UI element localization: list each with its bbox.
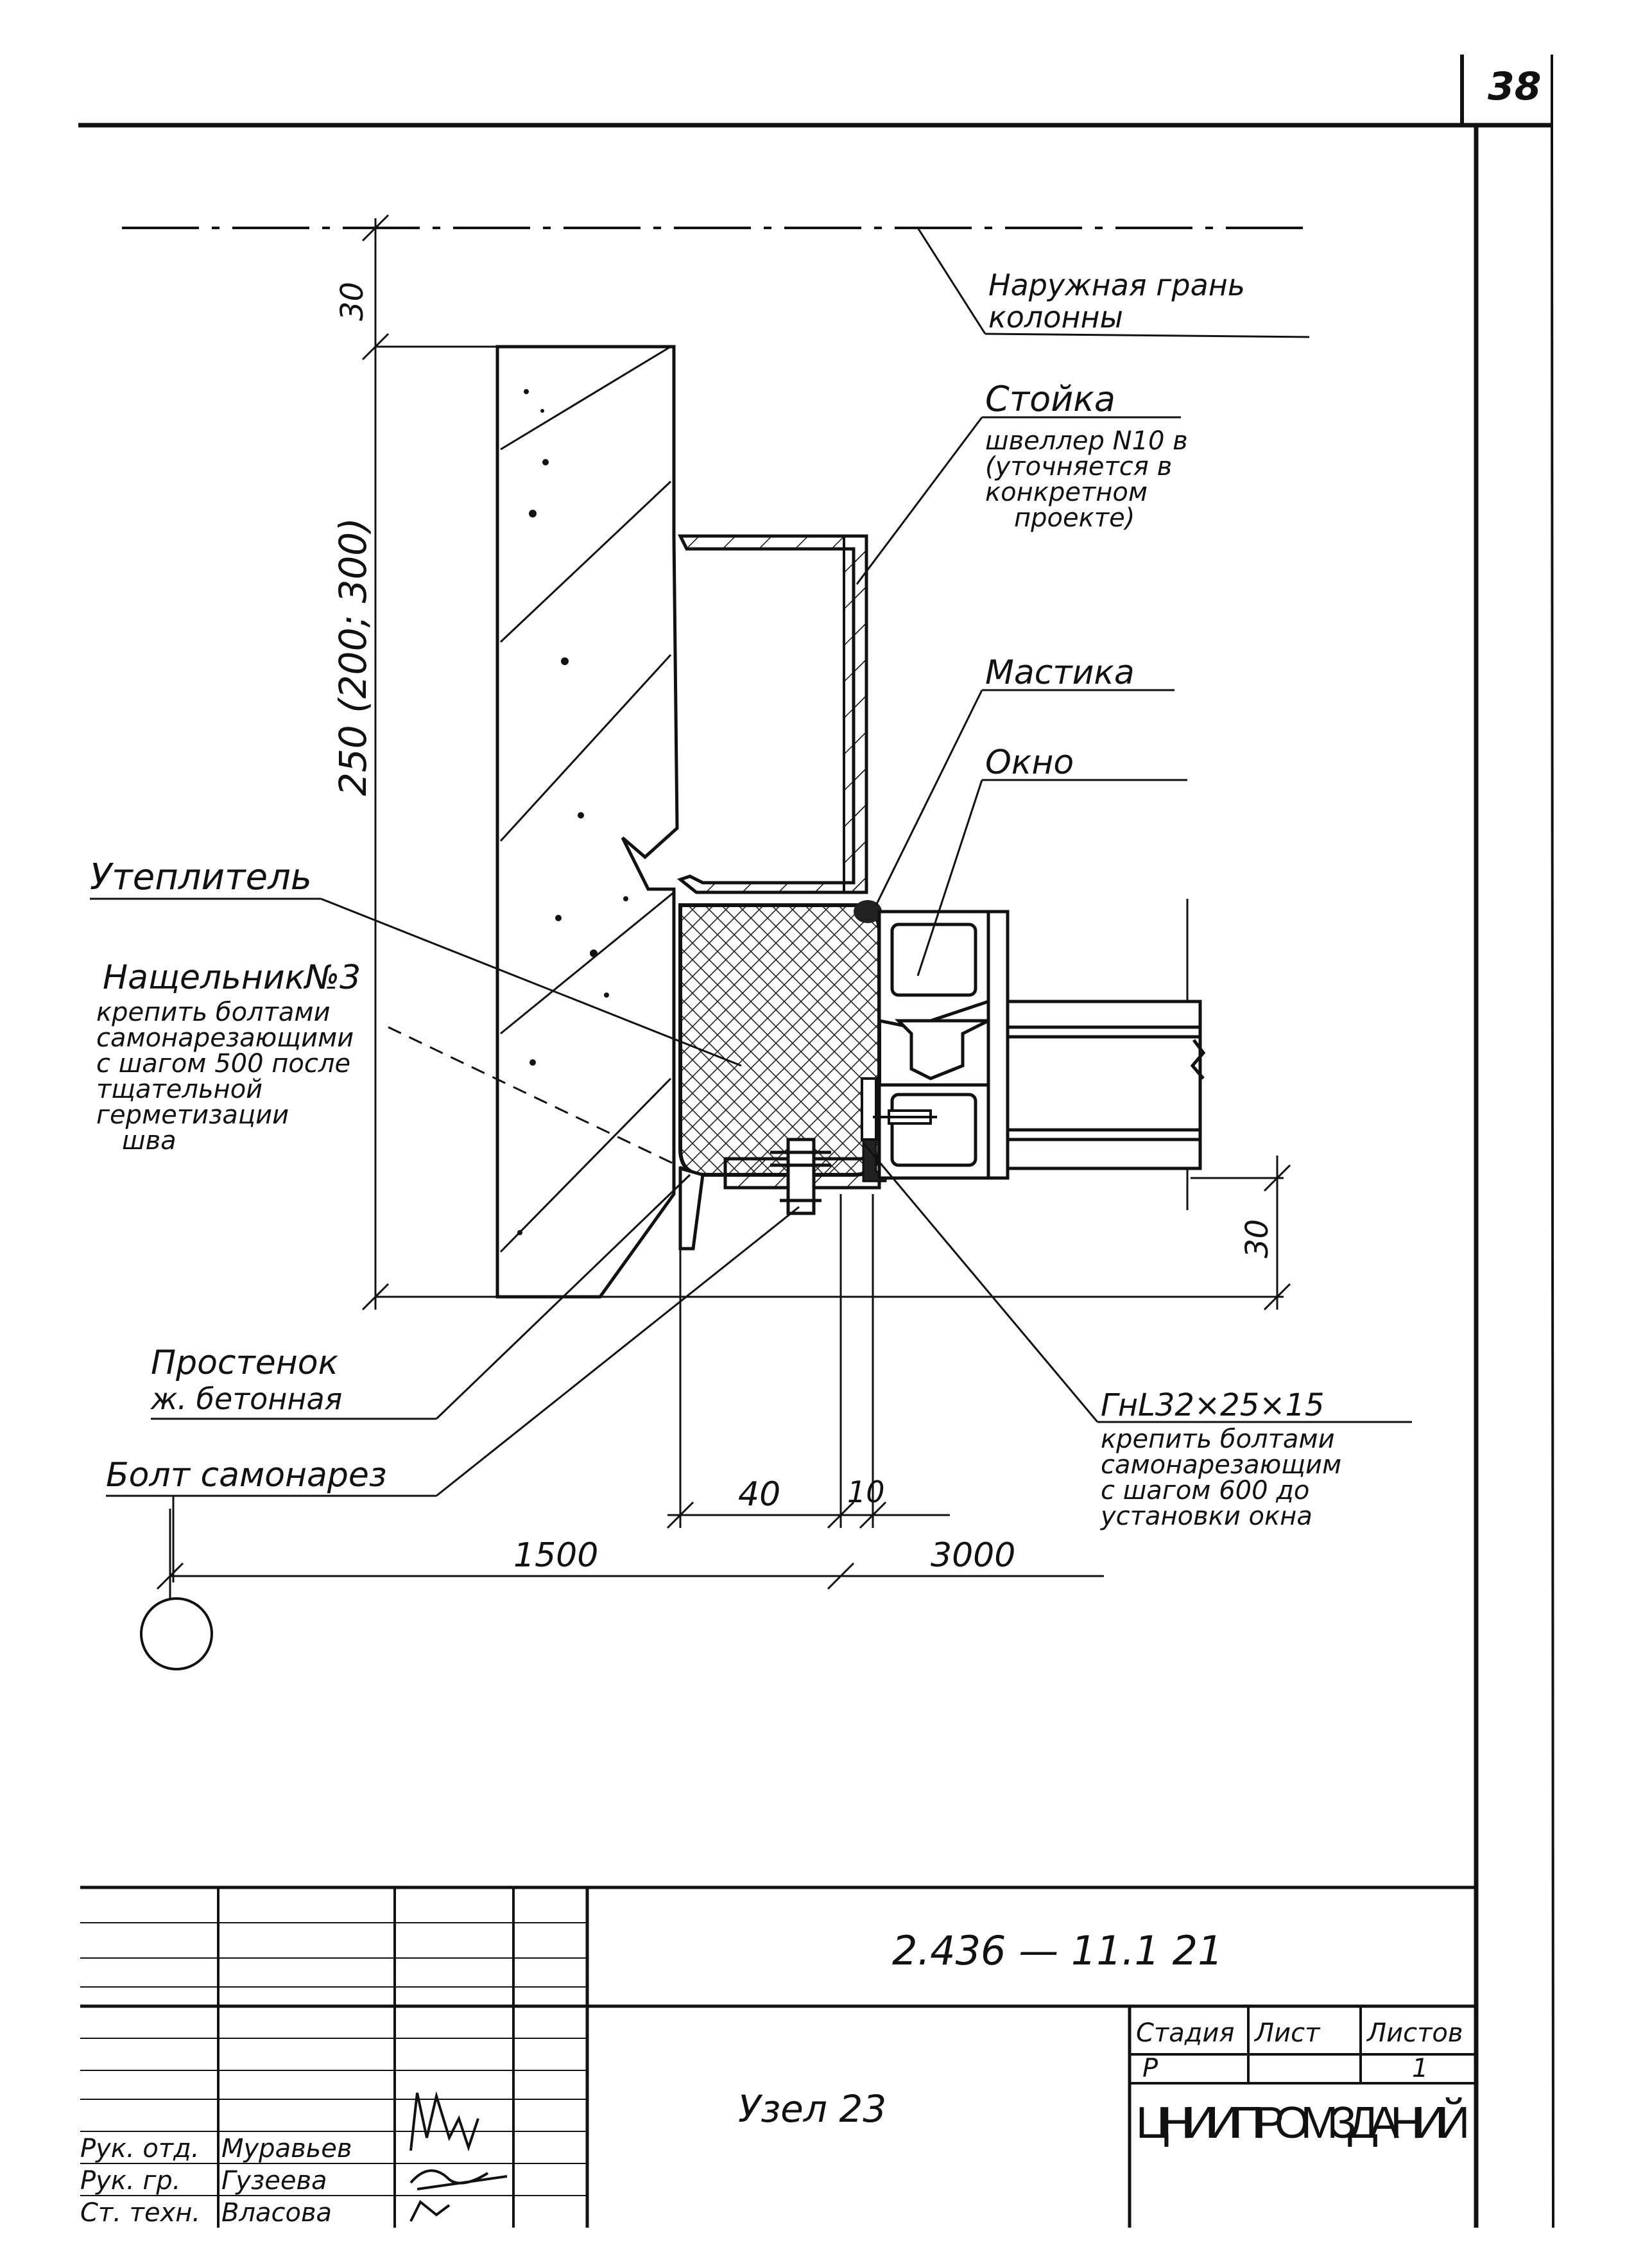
title-block (80, 1885, 1476, 2228)
dim-40: 40 (738, 1475, 780, 1514)
label-angle-2: самонарезающим (1101, 1450, 1341, 1480)
label-prostenok-1: Простенок (151, 1344, 339, 1382)
label-nashchelnik-6: шва (122, 1126, 176, 1156)
label-angle-4: установки окна (1100, 1502, 1312, 1531)
person-role-1: Рук. отд. (80, 2134, 200, 2163)
col-sheets: Листов (1366, 2018, 1463, 2048)
label-nashchelnik-4: тщательной (96, 1075, 262, 1104)
leader-lines (90, 227, 1412, 1582)
person-name-1: Муравьев (221, 2134, 352, 2163)
concrete-wall (495, 345, 679, 1299)
label-nashchelnik-2: самонарезающими (96, 1023, 354, 1053)
axis-marker-circle (140, 1597, 213, 1670)
angle-bolt (861, 1077, 877, 1141)
signatures (409, 2091, 508, 2222)
stage-value: Р (1142, 2054, 1158, 2083)
sheet-number: 38 (1488, 64, 1542, 109)
label-outer-face-2: колонны (988, 300, 1123, 334)
insulation-block (678, 903, 881, 1177)
label-bolt: Болт самонарез (106, 1456, 387, 1495)
label-outer-face-1: Наружная грань (988, 268, 1245, 302)
sheets-value: 1 (1412, 2054, 1428, 2083)
dim-10: 10 (847, 1475, 885, 1509)
label-nashchelnik-3: с шагом 500 после (96, 1049, 350, 1079)
label-angle-title: ГнL32×25×15 (1101, 1387, 1325, 1423)
person-role-3: Ст. техн. (80, 2198, 200, 2228)
dim-wall-height: 250 (200; 300) (331, 517, 375, 796)
label-stoika-3: конкретном (985, 478, 1148, 507)
label-uteplitel: Утеплитель (90, 856, 312, 898)
dim-3000: 3000 (931, 1536, 1015, 1575)
organization-name: ЦНИИПРОМЗДАНИЙ (1136, 2097, 1470, 2147)
concrete-grain-lines (499, 345, 675, 1253)
label-angle-3: с шагом 600 до (1101, 1476, 1309, 1505)
mastic-bead (854, 900, 882, 923)
sheet-frame (78, 55, 1554, 2228)
person-role-2: Рук. гр. (80, 2166, 181, 2196)
label-stoika-1: швеллер N10 в (985, 426, 1188, 456)
bolt-self-tapping (770, 1138, 831, 1215)
label-stoika-2: (уточняется в (985, 452, 1172, 481)
person-name-2: Гузеева (221, 2166, 327, 2196)
label-nashchelnik-title: Нащельник№3 (103, 958, 361, 997)
channel-stoika (676, 534, 868, 894)
col-sheet: Лист (1253, 2018, 1321, 2048)
col-stage: Стадия (1136, 2018, 1234, 2048)
dim-bottom-30: 30 (1239, 1219, 1275, 1258)
dim-1500: 1500 (513, 1536, 598, 1575)
label-okno: Окно (985, 743, 1074, 782)
drawing-title: Узел 23 (738, 2087, 886, 2131)
label-stoika-4: проекте) (1014, 503, 1135, 533)
dim-top-30: 30 (334, 282, 370, 321)
label-prostenok-2: ж. бетонная (150, 1382, 342, 1416)
label-angle-1: крепить болтами (1101, 1425, 1335, 1454)
label-nashchelnik-5: герметизации (96, 1100, 289, 1130)
window-screw (873, 1109, 937, 1125)
label-mastika: Мастика (985, 654, 1135, 692)
doc-code: 2.436 — 11.1 21 (892, 1927, 1223, 1974)
label-nashchelnik-1: крепить болтами (96, 998, 331, 1027)
label-stoika-title: Стойка (985, 379, 1115, 419)
dimension-lines (156, 214, 1291, 1605)
channel-web (843, 535, 868, 894)
person-name-3: Власова (221, 2198, 332, 2228)
window-frame (877, 910, 1206, 1180)
